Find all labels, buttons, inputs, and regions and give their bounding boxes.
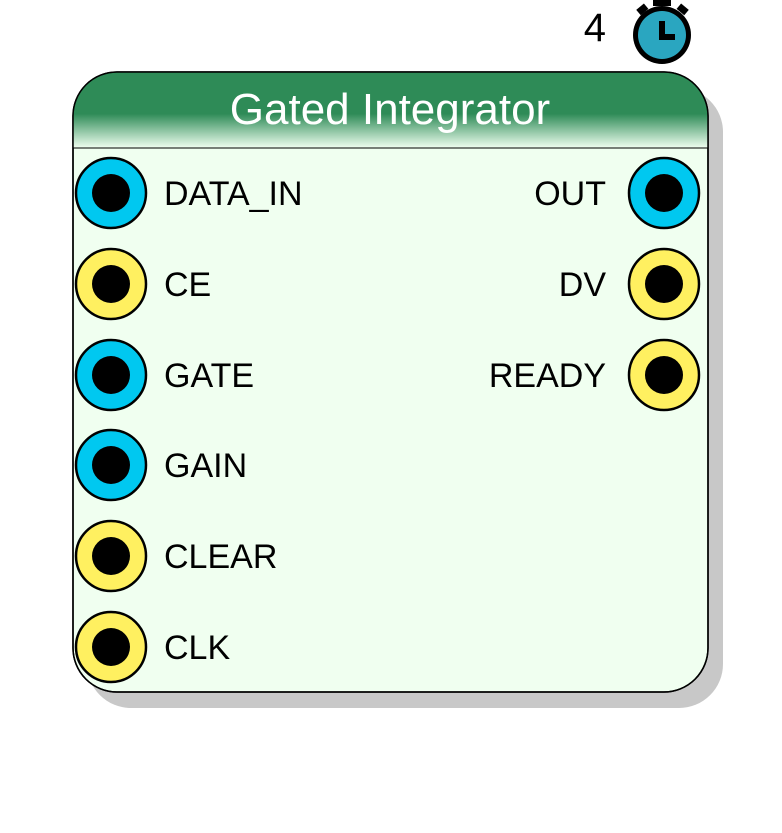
input-port-label: GATE	[164, 357, 254, 395]
input-port-label: DATA_IN	[164, 175, 303, 213]
input-ports: DATA_IN CE GATE GAIN CLEAR CLK	[74, 156, 303, 684]
input-port-label: CLEAR	[164, 538, 277, 576]
execution-order-number: 4	[584, 6, 606, 50]
input-port-clk[interactable]: CLK	[74, 610, 230, 684]
output-ports: OUT DV READY	[489, 156, 701, 412]
output-port-label: DV	[559, 266, 607, 304]
input-port-ce[interactable]: CE	[74, 247, 211, 321]
input-port-clear[interactable]: CLEAR	[74, 519, 277, 593]
output-port-label: OUT	[534, 175, 606, 213]
block-header	[73, 72, 708, 148]
output-port-label: READY	[489, 357, 606, 395]
output-port-out[interactable]: OUT	[534, 156, 701, 230]
input-port-data-in[interactable]: DATA_IN	[74, 156, 303, 230]
output-port-ready[interactable]: READY	[489, 338, 701, 412]
stopwatch-icon[interactable]	[633, 0, 691, 64]
input-port-label: CE	[164, 266, 211, 304]
output-port-dv[interactable]: DV	[559, 247, 701, 321]
block-title: Gated Integrator	[230, 85, 550, 134]
input-port-label: CLK	[164, 629, 230, 667]
input-port-gain[interactable]: GAIN	[74, 428, 247, 502]
input-port-label: GAIN	[164, 447, 247, 485]
input-port-gate[interactable]: GATE	[74, 338, 254, 412]
